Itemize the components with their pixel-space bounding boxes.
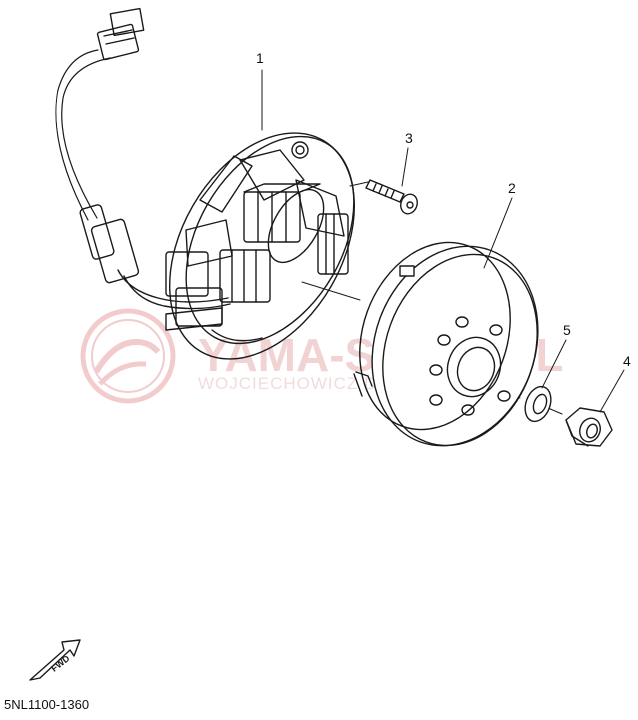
leader-lines	[261, 69, 625, 413]
fwd-label: FWD	[49, 653, 72, 674]
callout-2: 2	[508, 180, 516, 196]
rotor-assembly	[353, 241, 539, 447]
stator-assembly	[165, 132, 356, 360]
fwd-arrow	[29, 639, 81, 681]
washer	[524, 385, 552, 423]
watermark-logo	[80, 308, 176, 404]
wire-harness	[55, 7, 231, 310]
callout-5: 5	[563, 322, 571, 338]
bolt	[365, 179, 418, 215]
diagram-code: 5NL1100-1360	[4, 697, 90, 712]
callout-1: 1	[256, 50, 264, 66]
callout-3: 3	[405, 130, 413, 146]
callout-4: 4	[623, 353, 631, 369]
nut	[565, 407, 613, 447]
